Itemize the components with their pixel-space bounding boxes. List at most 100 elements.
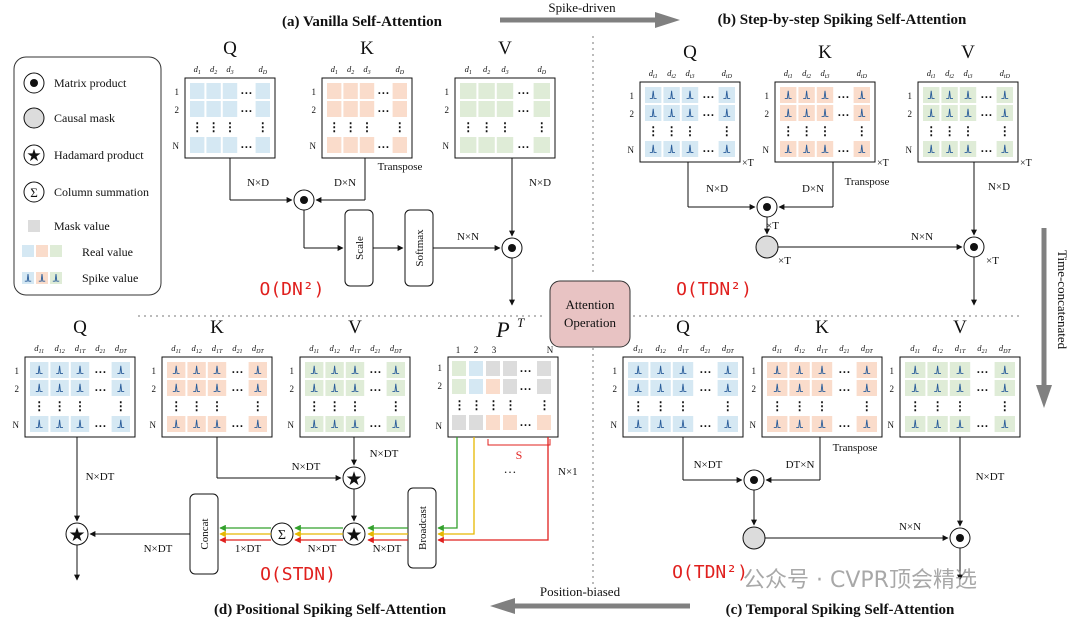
scale-op: Scale (354, 236, 366, 260)
svg-text:N×DT: N×DT (292, 461, 321, 473)
svg-text:⋮: ⋮ (211, 399, 223, 413)
svg-text:dt1: dt1 (784, 68, 793, 80)
svg-text:⋮: ⋮ (721, 124, 733, 138)
svg-text:T: T (517, 315, 525, 330)
svg-text:…: … (240, 101, 252, 115)
svg-text:d21: d21 (700, 343, 710, 355)
svg-text:1: 1 (908, 91, 913, 101)
svg-text:⋮: ⋮ (771, 399, 783, 413)
svg-text:N: N (628, 145, 635, 155)
svg-text:V: V (961, 42, 975, 63)
svg-text:N: N (888, 420, 895, 430)
svg-text:⋮: ⋮ (191, 399, 203, 413)
svg-text:⋮: ⋮ (539, 398, 551, 412)
legend-column-sum: Column summation (54, 185, 149, 199)
attention-operation-line2: Operation (564, 315, 616, 330)
spike-driven-label: Spike-driven (548, 0, 616, 15)
svg-text:N×DT: N×DT (694, 459, 723, 471)
svg-text:1: 1 (890, 366, 895, 376)
svg-text:dt2: dt2 (945, 68, 954, 80)
svg-text:⋮: ⋮ (944, 124, 956, 138)
svg-text:N×D: N×D (988, 181, 1010, 193)
svg-text:N: N (13, 420, 20, 430)
svg-text:★: ★ (26, 146, 41, 165)
svg-text:d21: d21 (95, 343, 105, 355)
svg-text:⋮: ⋮ (54, 399, 66, 413)
svg-text:2: 2 (908, 109, 913, 119)
svg-text:d1: d1 (331, 64, 338, 76)
svg-text:d12: d12 (329, 343, 339, 355)
flow-d: ★ N×DT ★ ★ N×DT N×DT Broadcast N×1 … N×D… (65, 437, 578, 585)
svg-text:1: 1 (15, 366, 20, 376)
svg-text:⋮: ⋮ (962, 124, 974, 138)
svg-text:D×N: D×N (334, 177, 356, 189)
svg-text:⋮: ⋮ (191, 120, 203, 134)
svg-text:⋮: ⋮ (462, 120, 474, 134)
svg-text:⋮: ⋮ (819, 124, 831, 138)
svg-text:N×D: N×D (529, 177, 551, 189)
svg-text:×T: ×T (1020, 158, 1032, 169)
svg-text:⋮: ⋮ (345, 120, 357, 134)
svg-text:N: N (173, 141, 180, 151)
svg-text:⋮: ⋮ (666, 124, 678, 138)
svg-text:1: 1 (175, 87, 180, 97)
svg-text:N×1: N×1 (558, 466, 578, 478)
svg-text:d11: d11 (772, 343, 782, 355)
svg-text:…: … (369, 362, 381, 376)
svg-text:⋮: ⋮ (499, 120, 511, 134)
flow-a: Scale Softmax N×D D×N Transpose N×D N×N … (229, 158, 551, 306)
svg-text:dtD: dtD (1000, 68, 1011, 80)
svg-text:N×D: N×D (706, 183, 728, 195)
svg-text:★: ★ (68, 525, 85, 546)
svg-text:dDT: dDT (115, 343, 128, 355)
svg-text:dt1: dt1 (649, 68, 658, 80)
spike-driven-arrow: Spike-driven (500, 0, 680, 28)
position-biased-label: Position-biased (540, 584, 621, 599)
svg-text:⋮: ⋮ (505, 398, 517, 412)
causal-mask-icon (23, 107, 45, 129)
flow-c: N×DT DT×N Transpose N×DT N×N O(TDN²) (672, 437, 1005, 583)
svg-text:⋮: ⋮ (999, 399, 1011, 413)
attention-operation-line1: Attention (565, 297, 615, 312)
svg-text:Q: Q (223, 38, 237, 59)
svg-text:1: 1 (312, 87, 317, 97)
svg-text:N×DT: N×DT (370, 448, 399, 460)
svg-text:⋮: ⋮ (224, 120, 236, 134)
svg-text:DT×N: DT×N (786, 459, 815, 471)
svg-text:d1T: d1T (678, 343, 689, 355)
svg-text:…: … (837, 105, 849, 119)
svg-text:…: … (837, 141, 849, 155)
complexity-b: O(TDN²) (676, 279, 752, 300)
svg-text:…: … (699, 362, 711, 376)
svg-text:1: 1 (613, 366, 618, 376)
svg-text:×T: ×T (766, 220, 779, 232)
svg-text:…: … (699, 416, 711, 430)
svg-text:N×N: N×N (911, 231, 933, 243)
svg-text:1: 1 (438, 363, 443, 373)
svg-text:N: N (310, 141, 317, 151)
svg-text:×T: ×T (778, 255, 791, 267)
svg-text:…: … (838, 362, 850, 376)
svg-text:1: 1 (752, 366, 757, 376)
svg-text:⋮: ⋮ (632, 399, 644, 413)
svg-text:…: … (980, 105, 992, 119)
svg-text:d12: d12 (794, 343, 804, 355)
svg-text:dt3: dt3 (821, 68, 830, 80)
svg-text:2: 2 (438, 381, 443, 391)
svg-text:K: K (360, 38, 374, 59)
svg-text:Σ: Σ (278, 528, 286, 543)
svg-text:N: N (763, 145, 770, 155)
svg-text:⋮: ⋮ (999, 124, 1011, 138)
spike-value-swatches (22, 272, 62, 284)
svg-text:…: … (980, 87, 992, 101)
svg-text:2: 2 (290, 384, 295, 394)
svg-text:N×DT: N×DT (308, 543, 337, 555)
svg-text:d11: d11 (910, 343, 920, 355)
svg-text:…: … (240, 83, 252, 97)
svg-text:2: 2 (474, 345, 479, 355)
svg-text:⋮: ⋮ (861, 399, 873, 413)
svg-text:K: K (818, 42, 832, 63)
svg-text:K: K (210, 317, 224, 338)
